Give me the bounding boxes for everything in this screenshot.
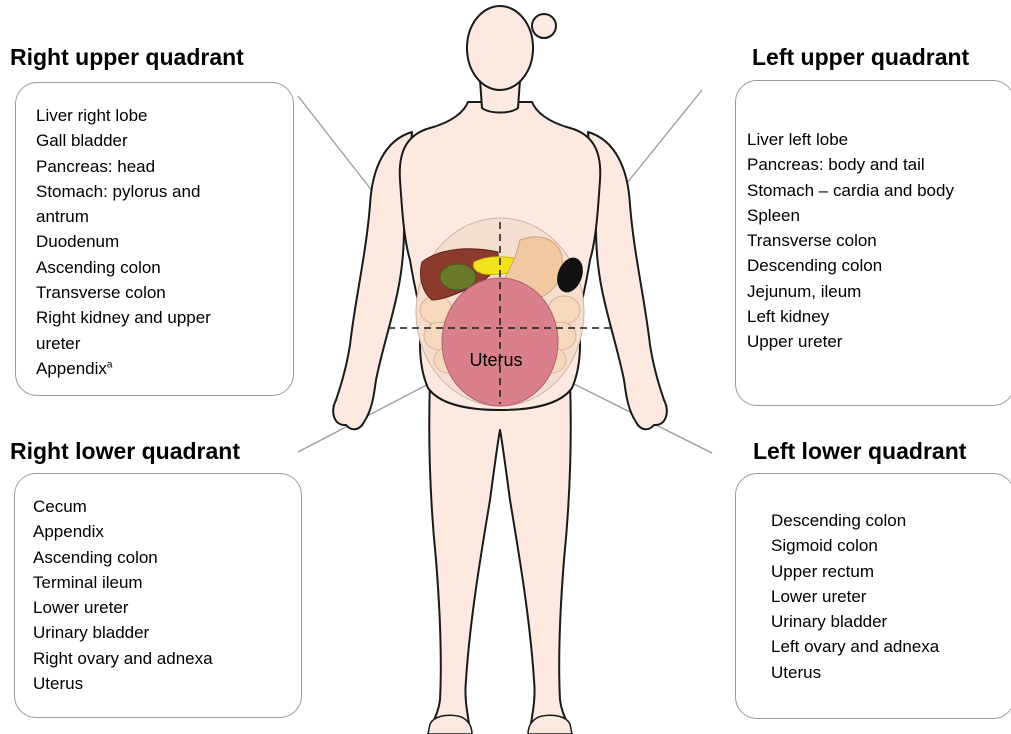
left-lower-quadrant-title: Left lower quadrant [753, 438, 966, 465]
left-upper-quadrant-list: Liver left lobe Pancreas: body and tail … [747, 127, 954, 355]
uterus-label: Uterus [469, 350, 522, 370]
list-item: Right kidney and upper [36, 305, 211, 330]
list-item: Terminal ileum [33, 570, 213, 595]
list-item: Appendixa [36, 356, 211, 381]
list-item: Descending colon [771, 508, 939, 533]
right-upper-quadrant-box: Liver right lobe Gall bladder Pancreas: … [15, 82, 294, 396]
feet [428, 715, 572, 734]
list-item: Stomach: pylorus and [36, 179, 211, 204]
list-item: Liver left lobe [747, 127, 954, 152]
list-item: Transverse colon [36, 280, 211, 305]
list-item: Lower ureter [33, 595, 213, 620]
list-item: Cecum [33, 494, 213, 519]
list-item: Stomach – cardia and body [747, 178, 954, 203]
footnote-marker: a [107, 359, 113, 370]
left-lower-quadrant-list: Descending colon Sigmoid colon Upper rec… [771, 508, 939, 685]
left-upper-quadrant-box: Liver left lobe Pancreas: body and tail … [735, 80, 1011, 406]
left-upper-quadrant-title: Left upper quadrant [752, 44, 969, 71]
list-item: Gall bladder [36, 128, 211, 153]
list-item: Pancreas: body and tail [747, 152, 954, 177]
left-lower-quadrant-box: Descending colon Sigmoid colon Upper rec… [735, 473, 1011, 719]
list-item: Liver right lobe [36, 103, 211, 128]
list-item: Descending colon [747, 253, 954, 278]
legs [429, 380, 571, 730]
right-upper-quadrant-list: Liver right lobe Gall bladder Pancreas: … [36, 103, 211, 381]
head [467, 6, 533, 90]
list-item: Ascending colon [33, 545, 213, 570]
list-item: Jejunum, ileum [747, 279, 954, 304]
right-lower-quadrant-title: Right lower quadrant [10, 438, 240, 465]
list-item: Pancreas: head [36, 154, 211, 179]
list-item: Left ovary and adnexa [771, 634, 939, 659]
list-item: Lower ureter [771, 584, 939, 609]
right-lower-quadrant-list: Cecum Appendix Ascending colon Terminal … [33, 494, 213, 696]
list-item: Upper rectum [771, 559, 939, 584]
list-item: Transverse colon [747, 228, 954, 253]
list-item: Ascending colon [36, 255, 211, 280]
list-item: Appendix [33, 519, 213, 544]
right-lower-quadrant-box: Cecum Appendix Ascending colon Terminal … [14, 473, 302, 718]
appendix-label: Appendix [36, 359, 107, 378]
list-item: Urinary bladder [771, 609, 939, 634]
list-item: Sigmoid colon [771, 533, 939, 558]
list-item: Left kidney [747, 304, 954, 329]
list-item: Upper ureter [747, 329, 954, 354]
list-item: Duodenum [36, 229, 211, 254]
list-item: ureter [36, 331, 211, 356]
list-item: Spleen [747, 203, 954, 228]
list-item: Uterus [771, 660, 939, 685]
right-upper-quadrant-title: Right upper quadrant [10, 44, 244, 71]
list-item: Right ovary and adnexa [33, 646, 213, 671]
list-item: antrum [36, 204, 211, 229]
list-item: Uterus [33, 671, 213, 696]
list-item: Urinary bladder [33, 620, 213, 645]
hair-bun [532, 14, 556, 38]
